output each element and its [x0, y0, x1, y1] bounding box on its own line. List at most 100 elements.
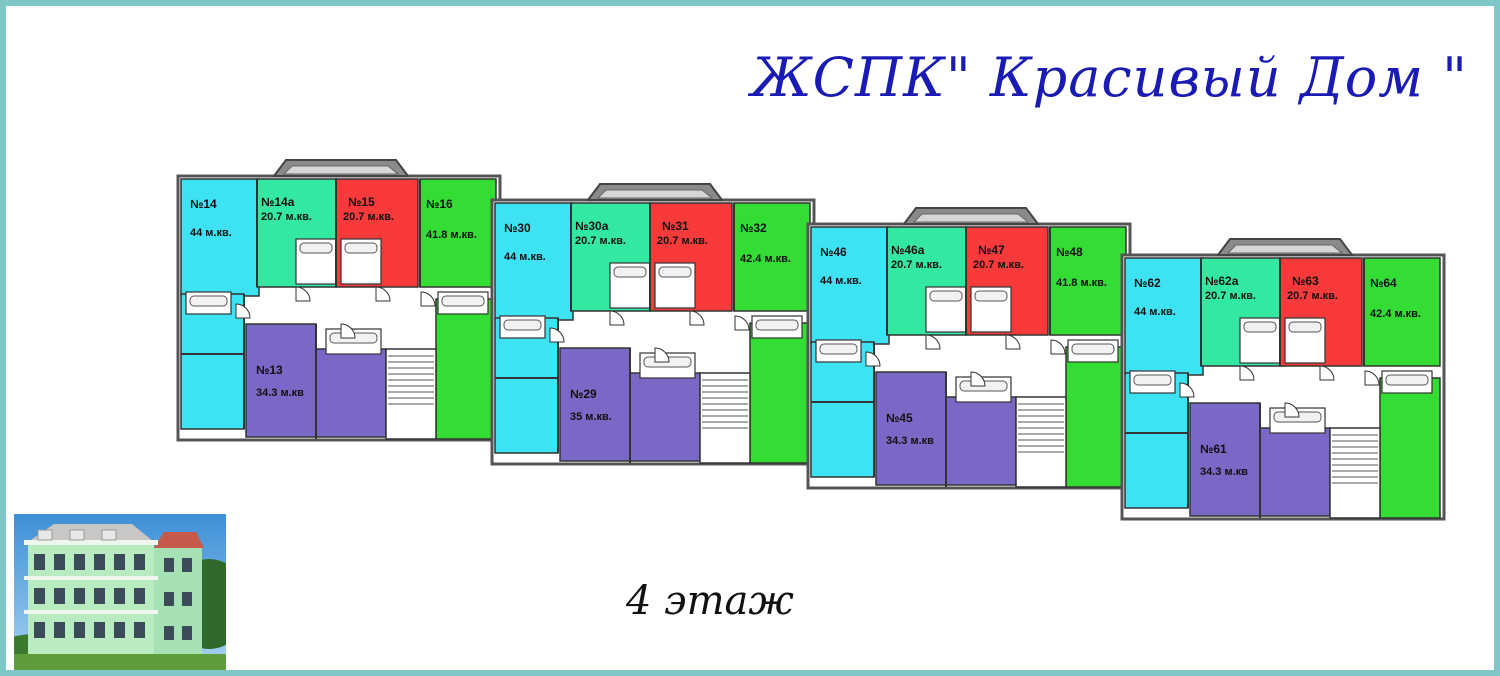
- corridor: [874, 335, 1066, 372]
- apartment-area: 42.4 м.кв.: [1370, 308, 1421, 320]
- room-green: [435, 298, 497, 440]
- photo-window: [164, 558, 174, 572]
- apartment-number: №48: [1056, 245, 1083, 259]
- bathtub-icon: [344, 242, 378, 254]
- door-swing: [295, 286, 311, 302]
- photo-window: [94, 588, 105, 604]
- photo-window: [182, 626, 192, 640]
- door-swing: [970, 371, 986, 387]
- door-swing: [1319, 365, 1335, 381]
- apartment-number: №15: [348, 195, 375, 209]
- room-green: [1065, 346, 1127, 488]
- photo-window: [164, 626, 174, 640]
- photo-window: [94, 554, 105, 570]
- photo-window: [114, 554, 125, 570]
- photo-window: [54, 554, 65, 570]
- photo-window: [34, 622, 45, 638]
- room-purple: [245, 323, 317, 438]
- photo-window: [94, 622, 105, 638]
- bathtub-icon: [503, 319, 542, 331]
- door-swing: [1284, 402, 1300, 418]
- photo-window: [164, 592, 174, 606]
- apartment-number: №62а: [1205, 274, 1239, 288]
- door-swing: [1239, 365, 1255, 381]
- apartment-area: 20.7 м.кв.: [575, 235, 626, 247]
- bathtub-icon: [613, 266, 647, 278]
- apartment-area: 44 м.кв.: [820, 275, 862, 287]
- bathtub-icon: [755, 319, 799, 331]
- door-swing: [689, 310, 705, 326]
- room-purple: [1189, 402, 1261, 517]
- room-purple: [315, 348, 387, 438]
- room-cyan: [810, 341, 875, 478]
- building-photo: [14, 514, 226, 670]
- apartment-area: 34.3 м.кв: [256, 387, 304, 399]
- room-green: [749, 322, 811, 464]
- bathtub-icon: [299, 242, 333, 254]
- apartment-number: №14а: [261, 195, 295, 209]
- staircase: [385, 348, 437, 440]
- door-swing: [1050, 339, 1066, 355]
- apartment-number: №32: [740, 221, 767, 235]
- door-swing: [865, 351, 881, 367]
- bathtub-icon: [441, 295, 485, 307]
- photo-window: [74, 588, 85, 604]
- apartment-number: №61: [1200, 442, 1227, 456]
- room-purple: [559, 347, 631, 462]
- bay-window-glass: [1226, 244, 1344, 254]
- apartment-area: 20.7 м.кв.: [343, 211, 394, 223]
- photo-window: [54, 622, 65, 638]
- apartment-area: 20.7 м.кв.: [891, 259, 942, 271]
- staircase: [1329, 427, 1381, 519]
- room-cyan: [1124, 372, 1189, 509]
- apartment-number: №29: [570, 387, 597, 401]
- apartment-number: №30а: [575, 219, 609, 233]
- door-swing: [654, 347, 670, 363]
- room-cyan: [494, 317, 559, 454]
- staircase: [1015, 396, 1067, 488]
- photo-window: [114, 588, 125, 604]
- photo-window: [134, 622, 145, 638]
- room-purple: [875, 371, 947, 486]
- apartment-area: 42.4 м.кв.: [740, 253, 791, 265]
- photo-window: [54, 588, 65, 604]
- bathtub-icon: [929, 290, 963, 302]
- photo-window: [182, 592, 192, 606]
- door-swing: [1364, 370, 1380, 386]
- photo-window: [74, 554, 85, 570]
- page-title: ЖСПК" Красивый Дом ": [751, 46, 1468, 109]
- photo-window: [134, 554, 145, 570]
- apartment-number: №47: [978, 243, 1005, 257]
- apartment-number: №16: [426, 197, 453, 211]
- corridor: [558, 311, 750, 348]
- floor-label: 4 этаж: [626, 578, 794, 624]
- door-swing: [1179, 382, 1195, 398]
- dormer-window: [37, 529, 53, 541]
- staircase: [699, 372, 751, 464]
- door-swing: [549, 327, 565, 343]
- apartment-area: 20.7 м.кв.: [1287, 290, 1338, 302]
- bathtub-icon: [189, 295, 228, 307]
- room-purple: [945, 396, 1017, 486]
- room-purple: [629, 372, 701, 462]
- door-swing: [340, 323, 356, 339]
- apartment-number: №46а: [891, 243, 925, 257]
- bathtub-icon: [819, 343, 858, 355]
- photo-window: [34, 588, 45, 604]
- corridor: [1188, 366, 1380, 403]
- apartment-number: №45: [886, 411, 913, 425]
- apartment-area: 41.8 м.кв.: [426, 229, 477, 241]
- room-cyan: [494, 202, 574, 321]
- bay-window-glass: [912, 213, 1030, 223]
- apartment-area: 34.3 м.кв: [1200, 466, 1248, 478]
- corridor: [244, 287, 436, 324]
- photo-window: [74, 622, 85, 638]
- bathtub-icon: [974, 290, 1008, 302]
- apartment-number: №30: [504, 221, 531, 235]
- bathtub-icon: [1288, 321, 1322, 333]
- door-swing: [925, 334, 941, 350]
- room-cyan: [1124, 257, 1204, 376]
